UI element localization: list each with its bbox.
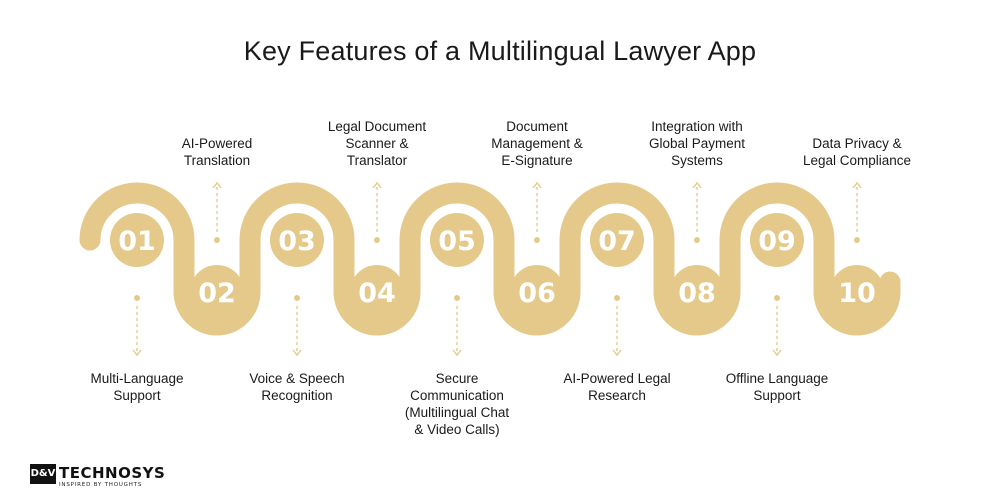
feature-label-06: Document Management & E-Signature (491, 119, 583, 168)
feature-label-05: Secure Communication (Multilingual Chat … (404, 371, 510, 437)
feature-label-03: Voice & Speech Recognition (249, 371, 345, 403)
connector-dot-07 (614, 295, 620, 301)
logo-name: TECHNOSYS (59, 464, 166, 482)
connector-dot-06 (534, 237, 540, 243)
feature-label-04: Legal Document Scanner & Translator (327, 119, 427, 168)
connector-arrow-06 (532, 181, 542, 189)
page-title: Key Features of a Multilingual Lawyer Ap… (243, 36, 757, 66)
wave-ribbon (79, 182, 901, 336)
feature-label-10: Data Privacy & Legal Compliance (802, 136, 912, 168)
feature-circle-08 (670, 265, 724, 319)
feature-label-02: AI-Powered Translation (181, 136, 253, 168)
feature-number-05: 05 (438, 226, 476, 257)
feature-number-08: 08 (678, 278, 716, 309)
feature-number-02: 02 (198, 278, 236, 309)
connector-arrow-05 (452, 349, 462, 357)
connector-dot-03 (294, 295, 300, 301)
feature-circle-04 (350, 265, 404, 319)
feature-label-01: Multi-Language Support (90, 371, 184, 403)
feature-circle-03 (270, 213, 324, 267)
connector-dot-05 (454, 295, 460, 301)
connector-dot-02 (214, 237, 220, 243)
connector-arrow-09 (772, 349, 782, 357)
logo-tagline: INSPIRED BY THOUGHTS (59, 482, 143, 488)
connector-dot-10 (854, 237, 860, 243)
feature-number-03: 03 (278, 226, 316, 257)
feature-number-04: 04 (358, 278, 396, 309)
connector-arrow-07 (612, 349, 622, 357)
connector-dot-08 (694, 237, 700, 243)
connector-arrow-02 (212, 181, 222, 189)
connector-arrow-03 (292, 349, 302, 357)
feature-number-10: 10 (838, 278, 876, 309)
feature-circle-09 (750, 213, 804, 267)
feature-label-09: Offline Language Support (725, 371, 829, 403)
feature-circle-02 (190, 265, 244, 319)
connector-arrow-10 (852, 181, 862, 189)
connector-arrow-04 (372, 181, 382, 189)
connector-arrow-01 (132, 349, 142, 357)
logo-badge: D&V (30, 464, 56, 484)
feature-number-06: 06 (518, 278, 556, 309)
feature-label-08: Integration with Global Payment Systems (648, 119, 746, 168)
feature-circle-07 (590, 213, 644, 267)
connector-dot-01 (134, 295, 140, 301)
company-logo: D&V TECHNOSYS INSPIRED BY THOUGHTS (30, 462, 165, 494)
connector-arrow-08 (692, 181, 702, 189)
connector-dot-09 (774, 295, 780, 301)
feature-label-07: AI-Powered Legal Research (563, 371, 671, 403)
feature-circle-01 (110, 213, 164, 267)
connector-dot-04 (374, 237, 380, 243)
feature-circle-10 (830, 265, 884, 319)
feature-number-09: 09 (758, 226, 796, 257)
feature-circle-05 (430, 213, 484, 267)
feature-number-01: 01 (118, 226, 156, 257)
feature-circle-06 (510, 265, 564, 319)
feature-number-07: 07 (598, 226, 636, 257)
